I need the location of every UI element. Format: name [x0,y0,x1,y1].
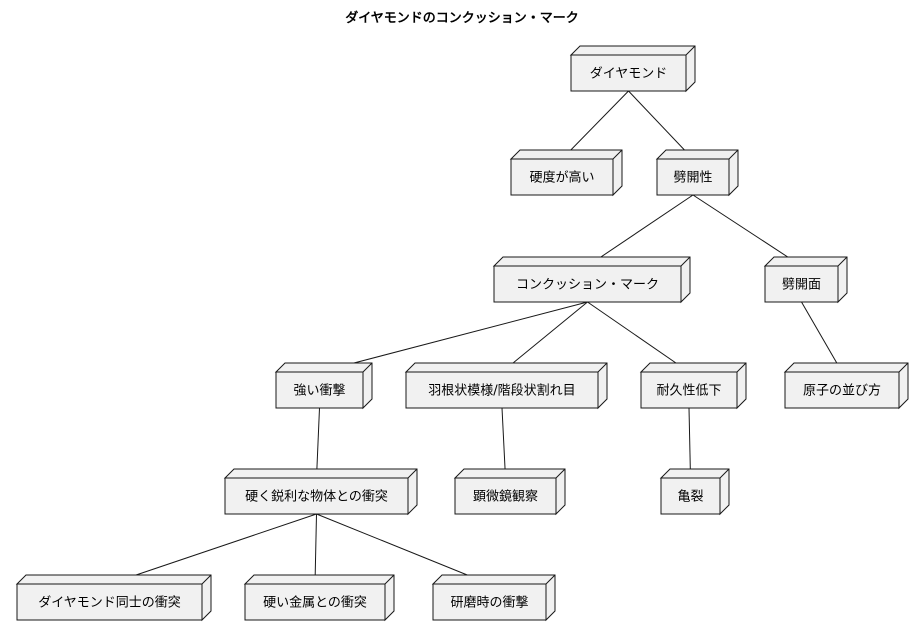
edge-n7-n11 [501,407,506,479]
node-n10[interactable]: 硬く鋭利な物体との衝突 [223,468,418,516]
node-n7[interactable]: 羽根状模様/階段状割れ目 [404,362,608,410]
node-label: 硬度が高い [529,170,594,186]
node-box-corner-line [407,468,418,479]
node-n15[interactable]: 研磨時の衝撃 [431,574,556,622]
node-n13[interactable]: ダイヤモンド同士の衝突 [15,574,212,622]
node-box-front [405,371,599,409]
node-box-corner-line [362,362,373,373]
node-label: 劈開性 [673,170,712,186]
node-box-front [224,477,409,515]
node-box-front [493,265,682,303]
node-label: ダイヤモンド [590,67,668,82]
node-box-front [432,583,547,621]
edge-n10-n13 [109,513,317,585]
node-n9[interactable]: 原子の並び方 [783,362,909,410]
edge-n1-n3 [628,90,694,160]
node-label: 研磨時の衝撃 [450,595,528,611]
node-box-corner-line [545,574,556,585]
node-box-corner-line [736,362,747,373]
node-box-corner-line [555,468,566,479]
node-n2[interactable]: 硬度が高い [509,149,623,197]
edge-n10-n15 [316,513,490,585]
node-box-front [16,583,203,621]
diagram-title: ダイヤモンドのコンクッション・マーク [345,10,579,26]
node-label: 羽根状模様/階段状割れ目 [428,383,575,399]
node-box-front [656,158,730,196]
node-box-corner-line [597,362,608,373]
edge-n4-n7 [501,301,588,373]
edge-n8-n12 [688,407,691,479]
node-box-corner-line [728,149,739,160]
node-n5[interactable]: 劈開面 [763,256,848,304]
node-box-front [764,265,839,303]
edge-n5-n9 [801,301,843,373]
node-n4[interactable]: コンクッション・マーク [492,256,691,304]
node-label: 硬く鋭利な物体との衝突 [245,489,388,505]
node-box-corner-line [680,256,691,267]
node-box-corner-line [719,468,730,479]
node-box-corner-line [201,574,212,585]
node-box-corner-line [384,574,395,585]
node-box-front [510,158,614,196]
node-label: 耐久性低下 [656,384,721,399]
edge-n3-n5 [692,194,802,267]
node-label: コンクッション・マーク [516,278,659,293]
edge-n6-n10 [316,407,320,479]
node-box-corner-line [612,149,623,160]
edges-layer [109,90,843,585]
node-label: 顕微鏡観察 [473,490,538,505]
node-n14[interactable]: 硬い金属との衝突 [243,574,395,622]
node-n12[interactable]: 亀裂 [659,468,730,516]
node-box-front [660,477,721,515]
node-box-front [570,54,687,92]
node-label: 亀裂 [677,490,703,505]
edge-n1-n2 [561,90,629,160]
node-n8[interactable]: 耐久性低下 [639,362,747,410]
node-n1[interactable]: ダイヤモンド [569,45,696,93]
edge-n4-n6 [319,301,588,373]
node-box-corner-line [685,45,696,56]
node-label: 硬い金属との衝突 [263,595,367,611]
node-box-corner-line [837,256,848,267]
node-box-corner-line [898,362,909,373]
node-label: 原子の並び方 [803,383,881,399]
node-n3[interactable]: 劈開性 [655,149,739,197]
node-label: 劈開面 [782,277,821,293]
node-box-front [454,477,557,515]
edge-n10-n14 [314,513,317,585]
edge-n4-n8 [587,301,690,373]
edge-n3-n4 [587,194,694,267]
node-n6[interactable]: 強い衝撃 [274,362,373,410]
node-box-front [640,371,738,409]
node-box-front [275,371,364,409]
node-label: 強い衝撃 [293,383,345,399]
node-box-front [244,583,386,621]
node-label: ダイヤモンド同士の衝突 [38,595,181,611]
node-box-front [784,371,900,409]
node-n11[interactable]: 顕微鏡観察 [453,468,566,516]
